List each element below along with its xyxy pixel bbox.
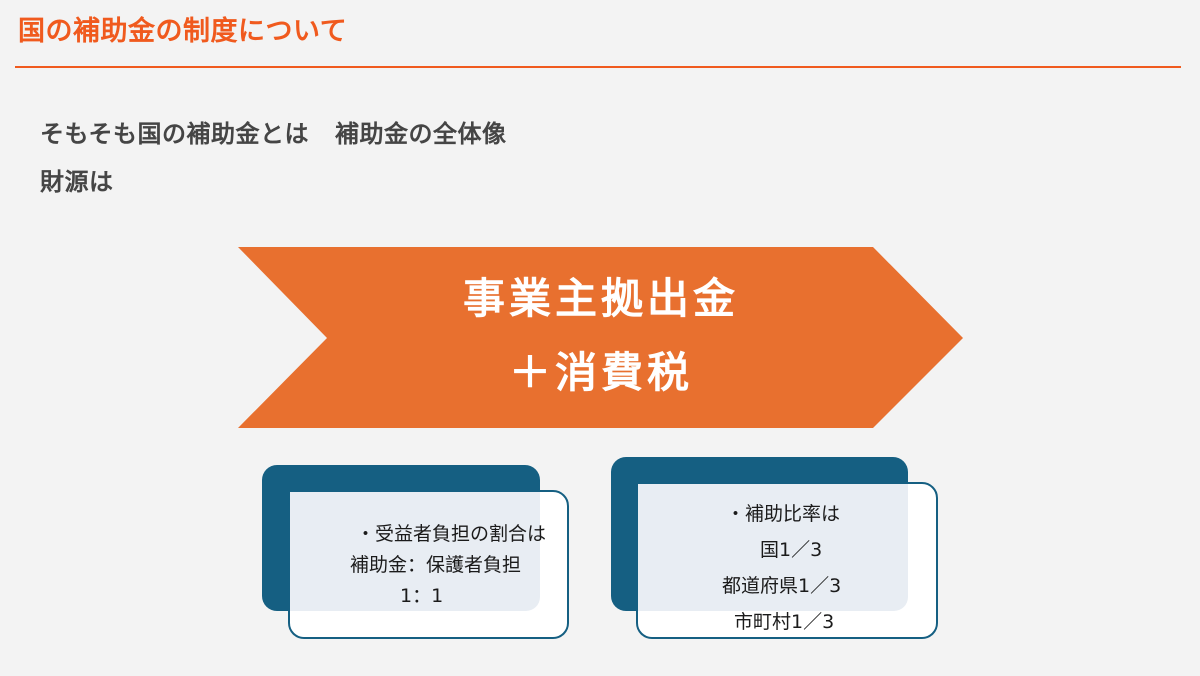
funding-source-chevron: 事業主拠出金 ＋消費税	[238, 247, 964, 429]
card-text: ・補助比率は 国1／3 都道府県1／3 市町村1／3	[722, 503, 842, 633]
chevron-arrow-shape	[238, 247, 963, 428]
lead-line-1: そもそも国の補助金とは補助金の全体像	[40, 118, 507, 150]
title-underline	[15, 66, 1181, 68]
chevron-line-1: 事業主拠出金	[462, 274, 739, 323]
lead-line-2: 財源は	[40, 168, 114, 196]
chevron-line-2: ＋消費税	[508, 348, 693, 397]
lead-overview: 補助金の全体像	[335, 120, 507, 148]
card-overlap-tint	[638, 484, 908, 611]
slide-title: 国の補助金の制度について	[18, 16, 348, 47]
lead-question: そもそも国の補助金とは	[40, 120, 310, 148]
card-text: ・受益者負担の割合は 補助金：保護者負担 1：1	[350, 523, 547, 607]
card-overlap-tint	[290, 492, 540, 611]
